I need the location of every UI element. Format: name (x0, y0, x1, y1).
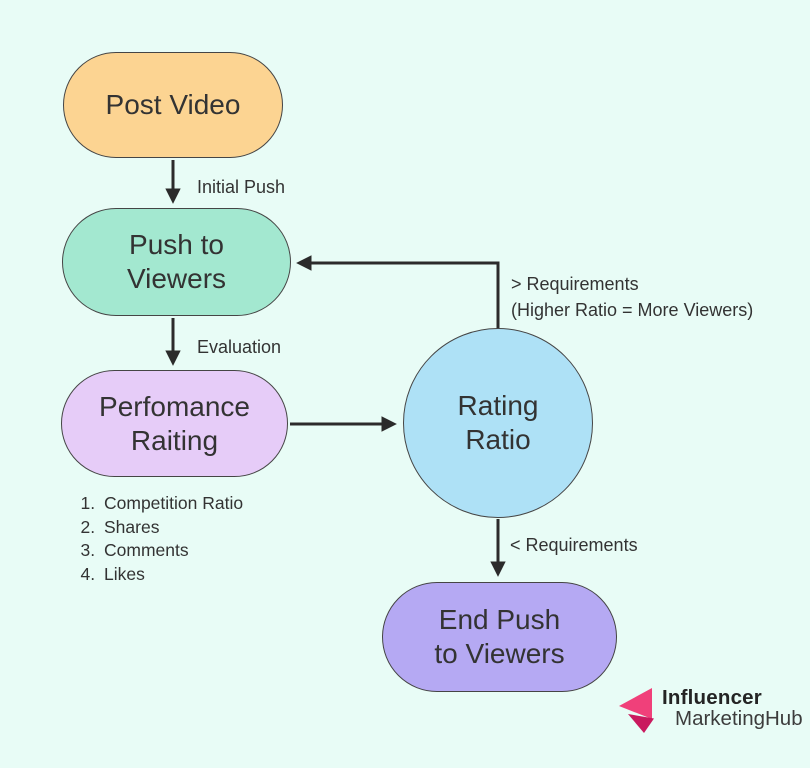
node-post-video-label: Post Video (105, 89, 241, 120)
list-item: Likes (100, 563, 243, 587)
influencer-marketinghub-logo-icon (619, 688, 654, 733)
logo-icon-light-triangle (619, 688, 652, 719)
logo-line1: Influencer (662, 686, 762, 709)
node-post-video: Post Video (63, 52, 283, 158)
edge-label-evaluation: Evaluation (197, 337, 282, 357)
edge-ratio-feedback-to-push (296, 255, 500, 329)
node-end-push-label: End Push to Viewers (434, 604, 565, 669)
logo-text: Influencer MarketingHub (662, 687, 803, 729)
node-performance-rating: Perfomance Raiting (61, 370, 288, 477)
logo-icon-dark-triangle (628, 714, 654, 733)
list-item: Shares (100, 516, 243, 540)
edge-label-below-requirements: < Requirements (510, 535, 638, 555)
performance-factors-list: Competition Ratio Shares Comments Likes (72, 492, 243, 586)
edge-label-initial-push: Initial Push (197, 177, 286, 197)
node-rating-ratio-label: Rating Ratio (457, 390, 539, 455)
list-item: Comments (100, 539, 243, 563)
node-rating-ratio: Rating Ratio (403, 328, 593, 518)
node-push-to-viewers: Push to Viewers (62, 208, 291, 316)
list-item: Competition Ratio (100, 492, 243, 516)
influencer-marketinghub-logo: Influencer MarketingHub (618, 687, 803, 733)
logo-line2: MarketingHub (675, 707, 803, 730)
node-push-to-viewers-label: Push to Viewers (126, 229, 227, 294)
edge-label-above-requirements: > Requirements (Higher Ratio = More View… (511, 274, 754, 320)
node-performance-rating-label: Perfomance Raiting (99, 390, 250, 456)
node-end-push: End Push to Viewers (382, 582, 617, 692)
